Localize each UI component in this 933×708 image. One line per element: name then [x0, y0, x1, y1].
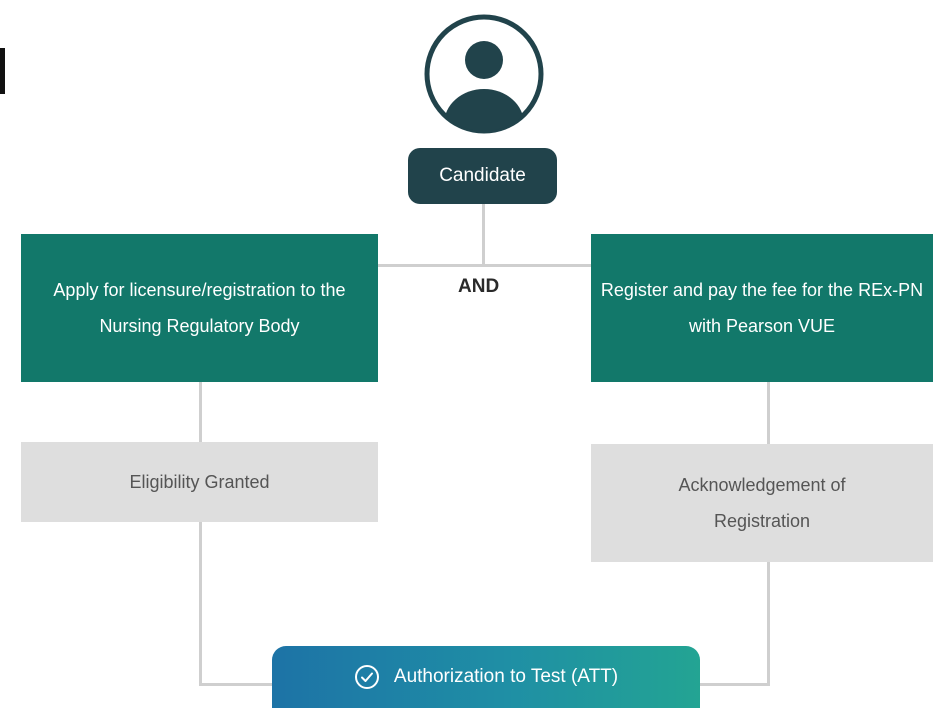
candidate-node: Candidate [408, 148, 557, 204]
edge-marker [0, 48, 5, 94]
connector-left-bottom [199, 683, 273, 686]
connector-candidate-stem [482, 204, 485, 266]
connector-left-to-result [199, 522, 202, 686]
acknowledgement-outcome: Acknowledgement of Registration [591, 444, 933, 562]
eligibility-granted-outcome: Eligibility Granted [21, 442, 378, 522]
register-pay-step: Register and pay the fee for the REx-PN … [591, 234, 933, 382]
apply-licensure-text: Apply for licensure/registration to the … [53, 280, 346, 336]
acknowledgement-text: Acknowledgement of Registration [678, 475, 846, 531]
connector-right-down [767, 382, 770, 444]
person-icon [424, 14, 544, 134]
register-pay-text: Register and pay the fee for the REx-PN … [600, 280, 924, 336]
and-connector-label: AND [458, 276, 500, 297]
apply-licensure-step: Apply for licensure/registration to the … [21, 234, 378, 382]
check-circle-icon [354, 665, 379, 689]
authorization-to-test-node: Authorization to Test (ATT) [272, 646, 700, 708]
connector-left-down [199, 382, 202, 442]
connector-right-bottom [699, 683, 770, 686]
eligibility-granted-text: Eligibility Granted [129, 472, 270, 492]
connector-horizontal [378, 264, 592, 267]
authorization-to-test-text: Authorization to Test (ATT) [393, 666, 619, 687]
connector-right-to-result [767, 562, 770, 686]
